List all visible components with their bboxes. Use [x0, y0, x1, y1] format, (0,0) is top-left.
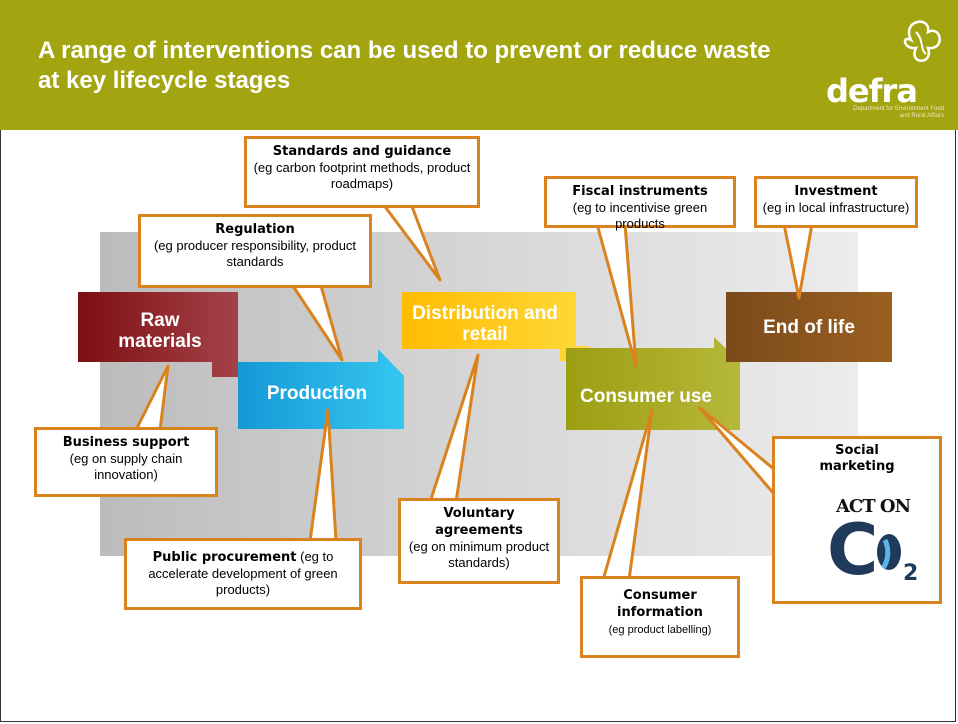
callout-title: Investment	[794, 184, 878, 199]
callout-title: Voluntary agreements	[435, 506, 523, 538]
callout-business-support: Business support (eg on supply chain inn…	[34, 427, 218, 497]
callout-regulation: Regulation (eg producer responsibility, …	[138, 214, 372, 288]
callout-standards-guidance: Standards and guidance (eg carbon footpr…	[244, 136, 480, 208]
act-on-text: ACT ON	[835, 496, 911, 517]
callout-desc: (eg in local infrastructure)	[762, 200, 910, 215]
callout-desc: (eg to incentivise green products	[572, 200, 708, 231]
callout-desc: (eg carbon footprint methods, product ro…	[253, 160, 471, 191]
callout-pointer-fiscal	[595, 222, 638, 368]
knot-icon	[903, 20, 941, 62]
stage-production-shape	[238, 349, 404, 429]
logo-subtitle: Department for Environment Food and Rura…	[853, 106, 944, 119]
co2-letter-c: C	[827, 509, 879, 591]
act-on-co2-logo: ACT ON C 2	[825, 496, 921, 592]
callout-desc: (eg to accelerate development of green p…	[148, 549, 338, 597]
callout-desc: (eg on minimum product standards)	[408, 539, 550, 570]
callout-title: Fiscal instruments	[572, 184, 708, 199]
stage-consumer-use-shape	[566, 337, 740, 430]
callout-pointer-standards	[381, 202, 442, 282]
callout-pointer-voluntary	[428, 353, 480, 504]
stage-distribution-retail: Distribution and retail	[412, 303, 558, 345]
stage-raw-materials: Raw materials	[118, 310, 202, 352]
slide-header: A range of interventions can be used to …	[0, 0, 958, 130]
stage-production: Production	[266, 382, 368, 404]
callout-desc: (eg on supply chain innovation)	[69, 451, 183, 482]
callout-pointer-regulation	[291, 284, 344, 362]
callout-title: Social marketing	[819, 443, 895, 474]
callout-pointer-procurement	[308, 408, 338, 543]
callout-voluntary-agreements: Voluntary agreements (eg on minimum prod…	[398, 498, 560, 584]
callout-title: Consumer information	[617, 588, 703, 620]
callout-fiscal-instruments: Fiscal instruments (eg to incentivise gr…	[544, 176, 736, 231]
callout-consumer-information: Consumer information (eg product labelli…	[580, 576, 740, 658]
callout-public-procurement: Public procurement (eg to accelerate dev…	[124, 538, 362, 610]
callout-title: Regulation	[215, 222, 295, 237]
callout-desc: (eg producer responsibility, product sta…	[153, 238, 357, 269]
logo-wordmark: defra	[826, 72, 918, 110]
callout-desc: (eg product labelling)	[608, 624, 712, 636]
slide-title: A range of interventions can be used to …	[38, 37, 771, 94]
footprint-icon: 2	[877, 534, 918, 586]
callout-pointer-consumer-info	[601, 408, 654, 582]
defra-logo: defra Department for Environment Food an…	[816, 10, 946, 120]
callout-pointer-investment	[782, 222, 814, 300]
svg-text:2: 2	[903, 561, 918, 586]
stage-distribution-shape	[402, 292, 590, 361]
callout-investment: Investment (eg in local infrastructure)	[754, 176, 918, 228]
stage-raw-materials-shape	[78, 292, 252, 377]
callout-title: Public procurement	[152, 550, 297, 565]
callout-social-marketing: Social marketing	[772, 436, 942, 604]
stage-consumer-use: Consumer use	[580, 385, 712, 407]
stage-end-of-life-shape	[726, 292, 892, 362]
callout-title: Business support	[62, 435, 190, 450]
callout-pointer-business	[134, 364, 170, 432]
stage-end-of-life: End of life	[763, 316, 855, 338]
callout-title: Standards and guidance	[272, 144, 452, 159]
